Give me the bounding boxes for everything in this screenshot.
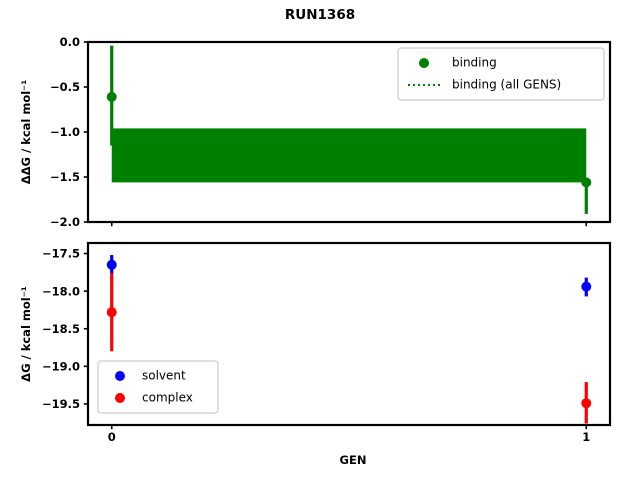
legend-binding: binding binding (all GENS) (397, 47, 605, 101)
binding-confidence-band (111, 128, 587, 183)
panel-absolute-dg-frame (86, 241, 612, 427)
legend-binding-box (397, 47, 605, 101)
legend-components-box (97, 360, 219, 414)
legend-components-label: complex (142, 391, 193, 405)
binding-datapoint (581, 177, 592, 188)
legend-binding-label: binding (all GENS) (452, 78, 561, 92)
complex-datapoint (106, 307, 117, 318)
panel-binding-ytick-label: 0.0 (60, 35, 80, 49)
panel-binding: 0.0 −0.5 −1.0 −1.5 −2.0 ΔΔG / kcal mol⁻¹ bindi… (19, 35, 612, 229)
legend-binding-label: binding (452, 56, 497, 70)
x-axis-label: GEN (340, 453, 367, 467)
panel-binding-ytick-label: −2.0 (50, 215, 80, 229)
legend-marker-icon (115, 393, 125, 403)
panel-absolute-dg-ytick-label: −18.0 (42, 284, 80, 298)
solvent-datapoint (581, 281, 592, 292)
panel-binding-ytick-label: −1.5 (50, 170, 80, 184)
solvent-datapoint (106, 259, 117, 270)
binding-datapoint (106, 91, 117, 102)
panel-binding-data (106, 45, 592, 214)
panel-absolute-dg-data (106, 255, 592, 424)
panel-absolute-dg-ytick-label: −19.5 (42, 397, 80, 411)
panel-absolute-dg-ytick-label: −18.5 (42, 322, 80, 336)
legend-components-label: solvent (142, 369, 186, 383)
page-title: RUN1368 (285, 7, 355, 23)
legend-marker-icon (419, 58, 429, 68)
panel-binding-ytick-label: −1.0 (50, 125, 80, 139)
legend-components: solvent complex (97, 360, 219, 414)
panel-absolute-dg-ytick-label: −17.5 (42, 247, 80, 261)
panel-absolute-dg: −17.5 −18.0 −18.5 −19.0 −19.5 0 1 ΔG / kcal mol… (19, 241, 612, 444)
panel-binding-y-axis-label: ΔΔG / kcal mol⁻¹ (19, 80, 33, 185)
panel-absolute-dg-ytick-label: −19.0 (42, 360, 80, 374)
complex-datapoint (581, 398, 592, 409)
panel-absolute-dg-xtick-label: 1 (582, 430, 590, 444)
panel-absolute-dg-y-axis-label: ΔG / kcal mol⁻¹ (19, 286, 33, 382)
legend-marker-icon (115, 371, 125, 381)
panel-binding-ytick-label: −0.5 (50, 80, 80, 94)
panel-absolute-dg-xtick-label: 0 (108, 430, 116, 444)
